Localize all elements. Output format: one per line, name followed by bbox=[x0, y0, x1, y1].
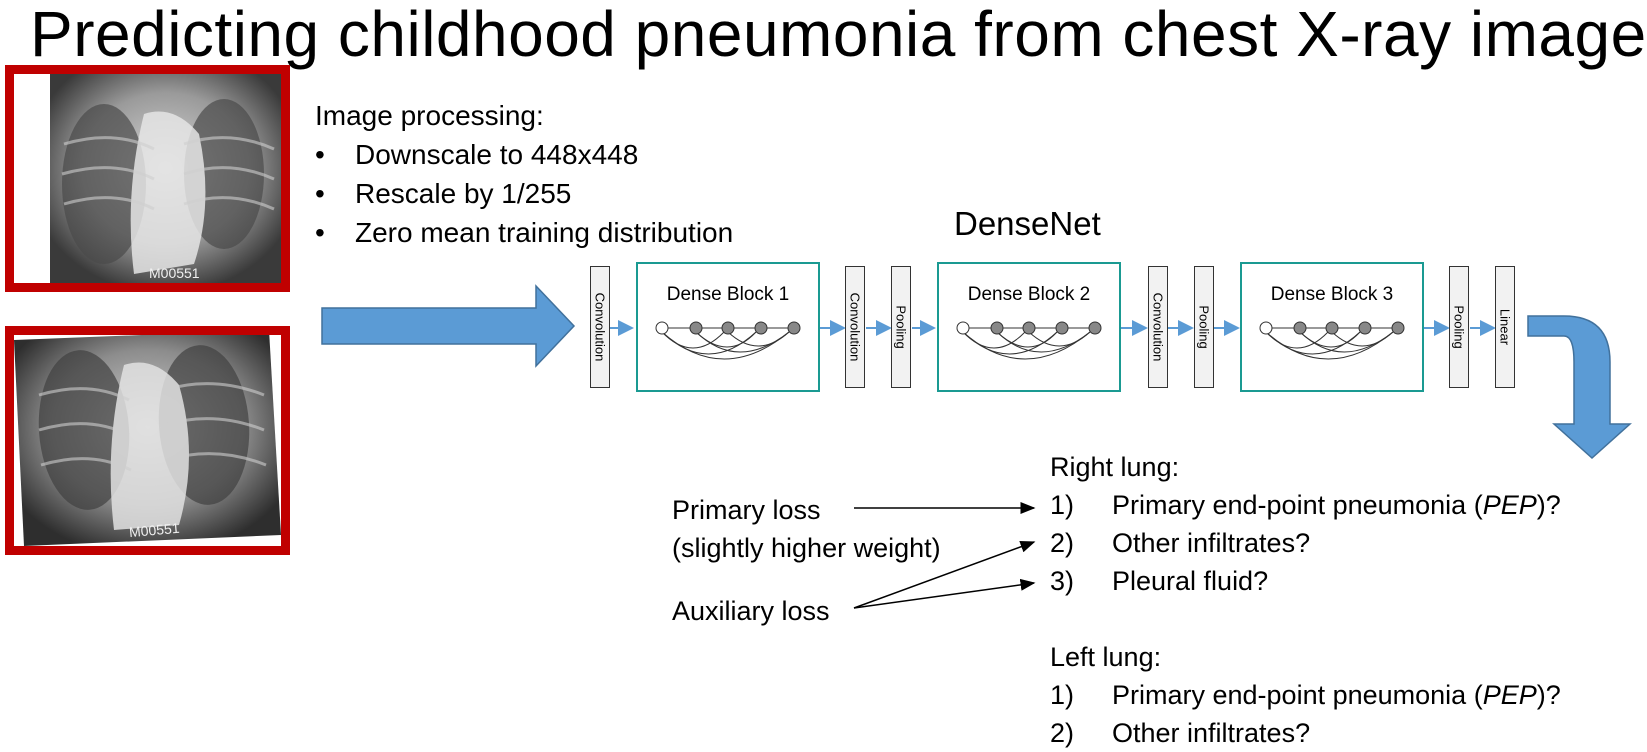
input-arrow-icon bbox=[321, 284, 576, 368]
densenet-title: DenseNet bbox=[954, 205, 1101, 242]
layer-pooling: Pooling bbox=[1449, 266, 1469, 388]
layer-pooling: Pooling bbox=[891, 266, 911, 388]
xray-watermark: M00551 bbox=[128, 520, 180, 540]
dense-block-1: Dense Block 1 bbox=[636, 262, 820, 392]
dense-connections-icon bbox=[956, 321, 1102, 360]
primary-loss-note: (slightly higher weight) bbox=[672, 533, 941, 563]
dense-block-3: Dense Block 3 bbox=[1240, 262, 1424, 392]
dense-connections-icon bbox=[655, 321, 801, 360]
output-arrow-icon bbox=[1527, 315, 1632, 460]
list-item: •Downscale to 448x448 bbox=[315, 139, 639, 170]
list-item: 1) Primary end-point pneumonia (PEP)? bbox=[1050, 680, 1561, 710]
left-lung-heading: Left lung: bbox=[1050, 642, 1162, 672]
primary-loss-label: Primary loss bbox=[672, 495, 821, 525]
outputs-panel: Right lung: 1) Primary end-point pneumon… bbox=[1050, 448, 1640, 752]
image-processing-list: Image processing: •Downscale to 448x448 … bbox=[315, 96, 733, 252]
layer-convolution: Convolution bbox=[845, 266, 865, 388]
dense-connections-icon bbox=[1259, 321, 1405, 360]
list-item: 2) Other infiltrates? bbox=[1050, 718, 1311, 748]
auxiliary-loss-label: Auxiliary loss bbox=[672, 596, 830, 626]
dense-block-2: Dense Block 2 bbox=[937, 262, 1121, 392]
loss-arrows bbox=[853, 502, 1036, 609]
list-item: •Rescale by 1/255 bbox=[315, 178, 572, 209]
xray-watermark: M00551 bbox=[149, 265, 200, 281]
layer-linear: Linear bbox=[1495, 266, 1515, 388]
layer-convolution: Convolution bbox=[1148, 266, 1168, 388]
chest-xray-image-original: M00551 bbox=[5, 65, 290, 292]
list-item: 1) Primary end-point pneumonia (PEP)? bbox=[1050, 490, 1561, 520]
list-item: 3) Pleural fluid? bbox=[1050, 566, 1269, 596]
image-processing-heading: Image processing: bbox=[315, 100, 544, 131]
list-item: 2) Other infiltrates? bbox=[1050, 528, 1311, 558]
slide-title: Predicting childhood pneumonia from ches… bbox=[30, 0, 1647, 70]
network-flow-arrows bbox=[590, 320, 1496, 336]
layer-pooling: Pooling bbox=[1194, 266, 1214, 388]
list-item: •Zero mean training distribution bbox=[315, 217, 734, 248]
right-lung-heading: Right lung: bbox=[1050, 452, 1180, 482]
chest-xray-image-augmented: M00551 bbox=[5, 326, 290, 555]
layer-convolution: Convolution bbox=[590, 266, 610, 388]
